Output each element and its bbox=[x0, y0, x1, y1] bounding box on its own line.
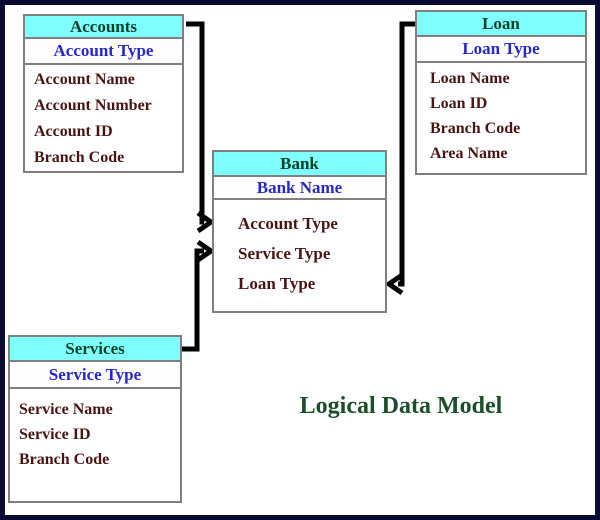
connector-services-bank bbox=[182, 248, 204, 352]
entity-loan-key-attribute: Loan Type bbox=[417, 37, 585, 63]
attribute-row: Branch Code bbox=[34, 149, 125, 166]
attribute-row: Service Type bbox=[238, 244, 331, 263]
entity-bank: Bank Bank Name Account Type Service Type… bbox=[212, 150, 387, 313]
attribute-row: Account Number bbox=[34, 97, 152, 114]
arrowhead-right-icon bbox=[196, 239, 216, 263]
entity-services-attribute-list: Service Name Service ID Branch Code bbox=[10, 389, 180, 472]
entity-loan-title: Loan bbox=[417, 12, 585, 37]
connector-loan-bank bbox=[398, 21, 415, 287]
entity-loan: Loan Loan Type Loan Name Loan ID Branch … bbox=[415, 10, 587, 175]
attribute-row: Loan ID bbox=[430, 95, 488, 112]
attribute-row: Service Name bbox=[19, 401, 113, 418]
attribute-row: Branch Code bbox=[430, 120, 521, 137]
entity-accounts-title: Accounts bbox=[25, 16, 182, 39]
entity-accounts-attribute-list: Account Name Account Number Account ID B… bbox=[25, 65, 182, 171]
entity-services: Services Service Type Service Name Servi… bbox=[8, 335, 182, 503]
attribute-row: Loan Name bbox=[430, 70, 510, 87]
entity-services-title: Services bbox=[10, 337, 180, 362]
attribute-row: Area Name bbox=[430, 145, 508, 162]
attribute-row: Loan Type bbox=[238, 274, 316, 293]
entity-accounts: Accounts Account Type Account Name Accou… bbox=[23, 14, 184, 173]
attribute-row: Account ID bbox=[34, 123, 113, 140]
entity-accounts-key-attribute: Account Type bbox=[25, 39, 182, 65]
arrowhead-right-icon bbox=[196, 210, 216, 234]
entity-bank-attribute-list: Account Type Service Type Loan Type bbox=[214, 200, 385, 299]
arrowhead-left-icon bbox=[384, 272, 404, 296]
attribute-row: Service ID bbox=[19, 426, 91, 443]
attribute-row: Branch Code bbox=[19, 451, 110, 468]
diagram-title: Logical Data Model bbox=[299, 393, 503, 419]
attribute-row: Account Type bbox=[238, 214, 338, 233]
entity-bank-key-attribute: Bank Name bbox=[214, 177, 385, 200]
entity-services-key-attribute: Service Type bbox=[10, 362, 180, 389]
connector-accounts-bank bbox=[186, 21, 205, 225]
entity-loan-attribute-list: Loan Name Loan ID Branch Code Area Name bbox=[417, 63, 585, 166]
attribute-row: Account Name bbox=[34, 71, 135, 88]
entity-bank-title: Bank bbox=[214, 152, 385, 177]
